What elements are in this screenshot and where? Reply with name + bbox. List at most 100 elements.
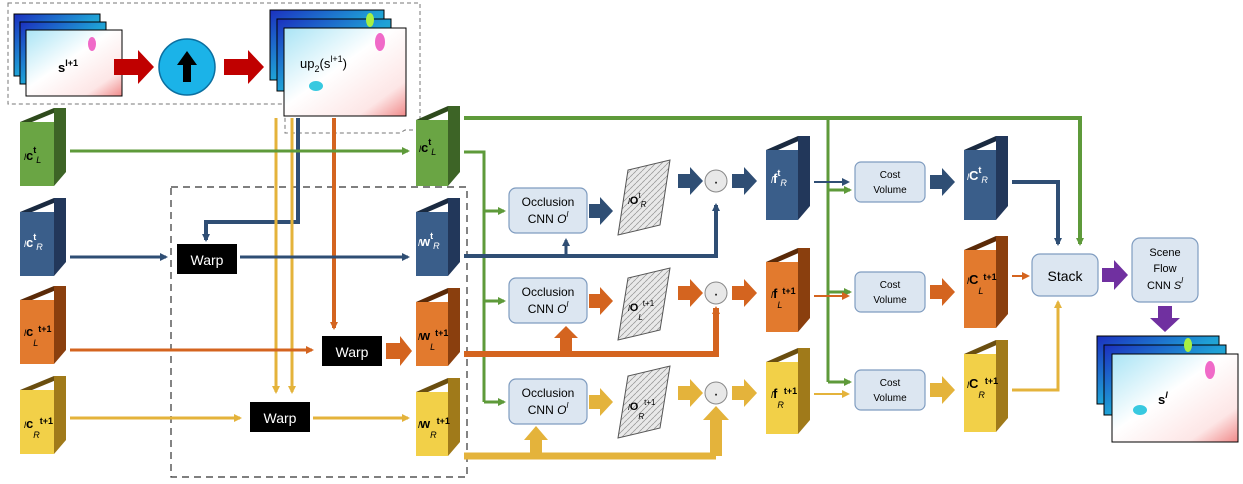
occ-map-3: lORt+1 (617, 365, 671, 439)
feature-block-fr-t1 (766, 348, 810, 434)
warp2-to-wl-arrow (386, 336, 412, 366)
occ3-to-map-arrow (589, 388, 613, 416)
dot-product-icon-1 (704, 169, 728, 193)
warp-box-3 (250, 402, 310, 432)
occlusion-cnn-1: Occlusion CNN Ol (508, 187, 588, 234)
stack-label: Stack (1047, 268, 1083, 284)
warp-box-1 (177, 244, 237, 274)
input-block-cl-t1 (20, 286, 66, 364)
svg-text:Occlusion: Occlusion (522, 195, 575, 209)
mid-block-wl-t1 (416, 288, 460, 366)
input-block-cr-t1 (20, 376, 66, 454)
svg-text:CNN Ol: CNN Ol (528, 401, 569, 417)
svg-text:lORt+1: lORt+1 (628, 398, 656, 421)
warp-label-1: Warp (191, 252, 224, 268)
up2-label: up (300, 56, 314, 71)
up2-to-warp1-line (202, 118, 300, 242)
svg-text:Volume: Volume (873, 393, 907, 404)
stack-box (1031, 253, 1099, 297)
svg-text:Occlusion: Occlusion (522, 386, 575, 400)
warp-group-outline (170, 186, 468, 478)
s-output-label: s (1158, 392, 1165, 407)
cost-label-1: lCtR (967, 165, 988, 185)
occ1-to-map-arrow (589, 197, 613, 225)
occlusion-cnn-2: Occlusion CNN Ol (508, 277, 588, 324)
svg-text:Cost: Cost (880, 378, 901, 389)
occ-map-1: lOtR (617, 159, 671, 236)
sceneflow-to-output-arrow (1150, 306, 1180, 332)
cost-block-cl-t1 (964, 236, 1008, 328)
dot-symbol-1: · (713, 174, 718, 191)
map1-to-dot-arrow (678, 167, 703, 195)
s-input-stack: sl+1 (13, 13, 123, 97)
svg-text:CNN Sl: CNN Sl (1147, 276, 1183, 292)
map3-to-dot-arrow (678, 379, 703, 407)
mid-block-cl-t (416, 106, 460, 186)
c1-to-stack-line (1012, 180, 1062, 246)
svg-text:Occlusion: Occlusion (522, 285, 575, 299)
input-label-2: lctR (24, 232, 43, 252)
s-output-stack: sl (1096, 335, 1239, 443)
scene-flow-cnn: Scene Flow CNN Sl (1131, 237, 1199, 303)
green-top-line (464, 116, 1084, 246)
dot-symbol-3: · (713, 386, 718, 403)
occ2-to-map-arrow (589, 287, 613, 315)
up-arrow-icon (177, 51, 197, 82)
svg-text:lOLt+1: lOLt+1 (628, 299, 655, 322)
warp-label-2: Warp (336, 344, 369, 360)
svg-text:Flow: Flow (1153, 263, 1176, 275)
mid-block-wr-t (416, 198, 460, 276)
cost-block-cr-t (964, 136, 1008, 220)
feature-label-3: lfRt+1 (771, 386, 797, 410)
up2-stack: up2(sl+1) (269, 9, 407, 117)
occlusion-cnn-3: Occlusion CNN Ol (508, 378, 588, 425)
dot-symbol-2: · (713, 286, 718, 303)
warp-label-3: Warp (264, 410, 297, 426)
mid-label-2: lwtR (418, 231, 440, 251)
blue-branch-line (464, 203, 720, 258)
warp-box-2 (322, 336, 382, 366)
cv2-to-c-arrow (930, 278, 955, 306)
svg-text:CNN Ol: CNN Ol (528, 300, 569, 316)
feature-label-1: lftR (771, 168, 787, 188)
mid-label-4: lwRt+1 (418, 416, 450, 440)
svg-text:Volume: Volume (873, 185, 907, 196)
svg-text:CNN Ol: CNN Ol (528, 210, 569, 226)
input-block-cr-t (20, 198, 66, 276)
mid-block-wr-t1 (416, 378, 460, 456)
yellow-to-occ3 (524, 426, 548, 456)
red-arrow-1 (114, 50, 154, 84)
svg-text:Cost: Cost (880, 170, 901, 181)
s-input-label: s (58, 60, 65, 75)
cost-label-2: lCLt+1 (967, 272, 997, 296)
dot1-to-f-arrow (732, 167, 757, 195)
svg-text:Volume: Volume (873, 295, 907, 306)
yellow-to-dot3 (703, 406, 729, 456)
dot-product-icon-3 (704, 381, 728, 405)
input-block-cl-t (20, 108, 66, 186)
cost-volume-2: Cost Volume (854, 271, 926, 313)
occ-map-2: lOLt+1 (617, 267, 671, 341)
svg-text:up2(sl+1): up2(sl+1) (300, 54, 347, 74)
mid-label-1: lctL (419, 137, 436, 157)
input-label-1: lctL (24, 145, 41, 165)
svg-text:Cost: Cost (880, 280, 901, 291)
dot-product-icon-2 (704, 281, 728, 305)
svg-text:sl: sl (1158, 390, 1168, 407)
dot2-to-f-arrow (732, 279, 757, 307)
svg-text:lOtR: lOtR (628, 191, 647, 209)
cv1-to-c-arrow (930, 168, 955, 196)
cost-volume-1: Cost Volume (854, 161, 926, 203)
feature-block-fl-t1 (766, 248, 810, 332)
input-label-3: lcLt+1 (24, 324, 52, 348)
svg-text:Scene: Scene (1149, 247, 1180, 259)
cost-label-3: lCRt+1 (967, 376, 998, 400)
dot3-to-f-arrow (732, 379, 757, 407)
cost-volume-3: Cost Volume (854, 369, 926, 411)
cv3-to-c-arrow (930, 376, 955, 404)
mid-label-3: lwLt+1 (418, 328, 448, 352)
feature-block-fr-t (766, 136, 810, 220)
green-left-bus (464, 150, 486, 402)
orange-to-occ2 (554, 326, 578, 354)
orange-branch-line (464, 306, 720, 357)
